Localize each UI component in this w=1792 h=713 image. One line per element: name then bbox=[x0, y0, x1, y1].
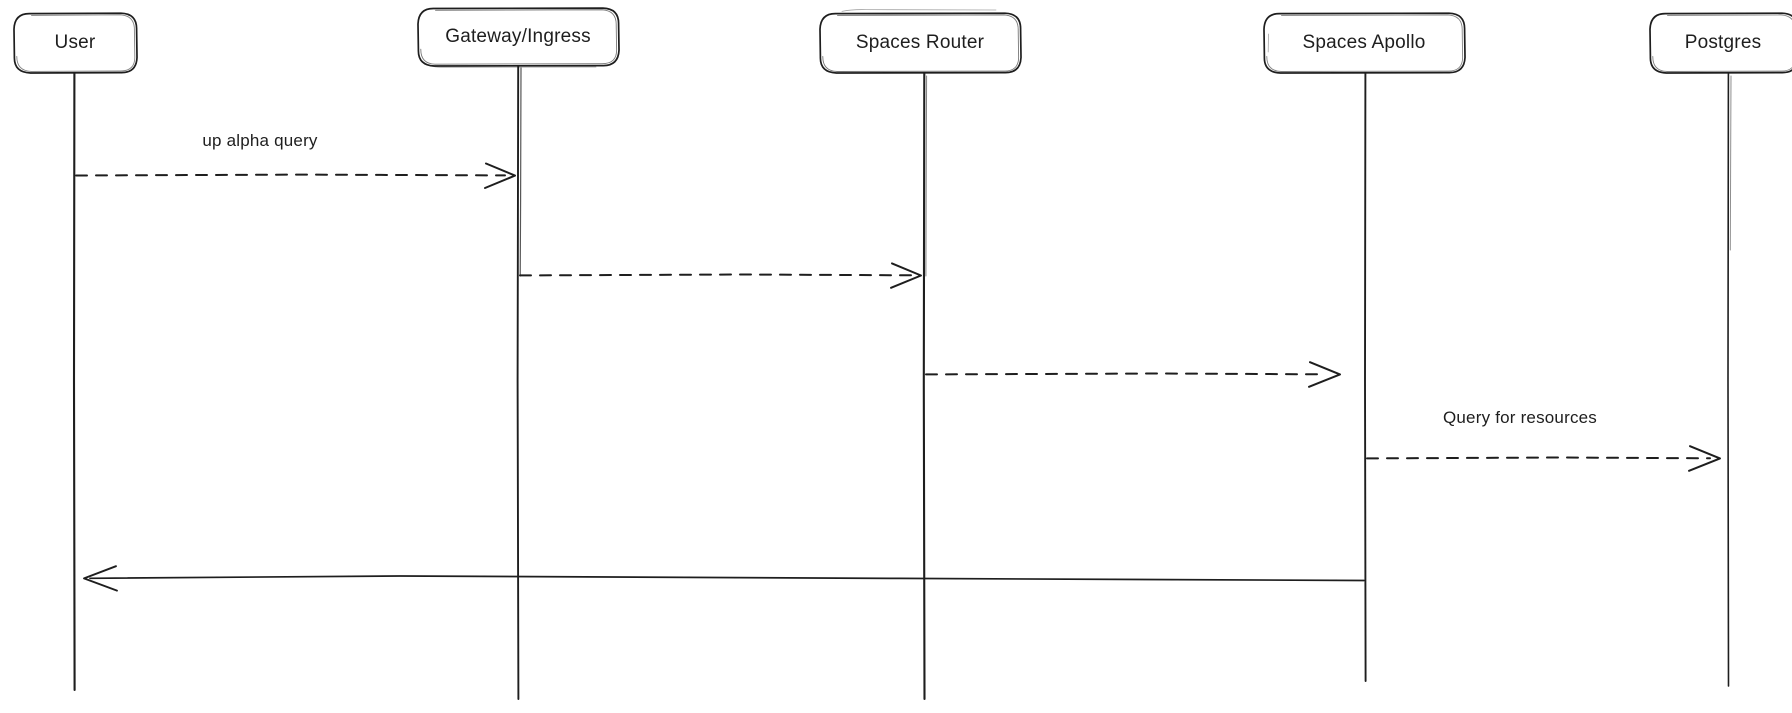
lifelines-group bbox=[72, 65, 1732, 701]
lifeline-hit-spaces-apollo[interactable] bbox=[1358, 73, 1372, 681]
actor-box-spaces-router[interactable] bbox=[819, 9, 1022, 74]
actor-box-postgres[interactable] bbox=[1649, 12, 1792, 74]
lifeline-hit-postgres[interactable] bbox=[1721, 73, 1735, 686]
lifeline-hit-user[interactable] bbox=[67, 73, 81, 690]
lifeline-gateway-ingress-sketch bbox=[519, 67, 522, 277]
actor-boxes-group bbox=[13, 7, 1792, 74]
lifeline-gateway-ingress bbox=[516, 65, 520, 700]
lifeline-spaces-router bbox=[922, 71, 926, 701]
message-arrow-msg-3[interactable] bbox=[925, 361, 1341, 388]
message-arrow-msg-5[interactable] bbox=[83, 565, 1365, 592]
message-label-msg-1: up alpha query bbox=[202, 131, 318, 150]
messages-group bbox=[75, 162, 1721, 592]
actor-label-gateway-ingress: Gateway/Ingress bbox=[445, 26, 591, 47]
actor-label-spaces-apollo: Spaces Apollo bbox=[1302, 32, 1426, 53]
actor-box-gateway-ingress[interactable] bbox=[417, 7, 620, 68]
lifeline-spaces-router-sketch bbox=[925, 75, 928, 277]
lifeline-hit-spaces-router[interactable] bbox=[917, 73, 931, 699]
message-arrow-msg-2[interactable] bbox=[519, 262, 922, 289]
actor-box-user[interactable] bbox=[13, 12, 138, 74]
lifeline-spaces-apollo bbox=[1364, 72, 1367, 682]
actor-label-user: User bbox=[54, 32, 96, 53]
lifeline-postgres-sketch bbox=[1729, 75, 1732, 251]
message-arrow-msg-4[interactable] bbox=[1366, 445, 1721, 472]
lifeline-hit-gateway-ingress[interactable] bbox=[511, 66, 525, 699]
actor-label-spaces-router: Spaces Router bbox=[855, 32, 985, 53]
lifeline-user bbox=[72, 71, 76, 692]
message-label-msg-4: Query for resources bbox=[1442, 408, 1598, 427]
message-arrow-msg-1[interactable] bbox=[75, 162, 516, 189]
lifeline-postgres bbox=[1727, 72, 1730, 687]
actor-label-postgres: Postgres bbox=[1684, 32, 1762, 53]
actor-box-spaces-apollo[interactable] bbox=[1263, 12, 1466, 74]
